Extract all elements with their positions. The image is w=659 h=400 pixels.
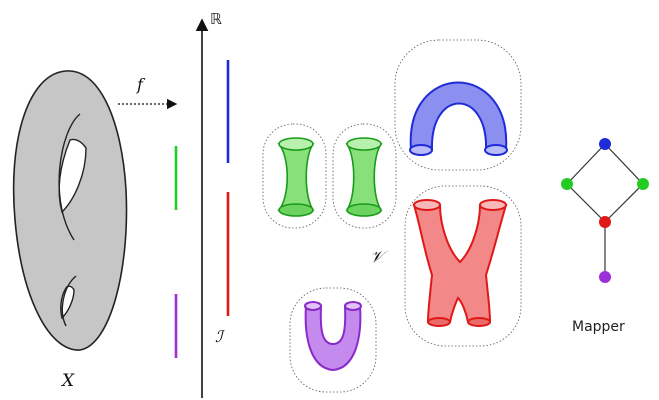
label-cover-v: 𝒱 (370, 247, 389, 266)
graph-edge-left-middle (566, 183, 606, 223)
graph-node-middle (599, 216, 611, 228)
label-space-x: X (60, 371, 75, 391)
surface-body (12, 70, 128, 351)
cluster-purple (304, 301, 362, 372)
graph-edge-right-middle (604, 183, 644, 223)
label-map-f: f (136, 75, 146, 94)
cluster-blue (409, 81, 508, 156)
graph-edge-top-left (566, 143, 606, 185)
surface-twist-lower (61, 275, 77, 327)
cluster-red (412, 199, 508, 327)
graph-node-right (637, 178, 649, 190)
graph-edge-top-right (604, 143, 644, 185)
graph-node-bottom (599, 271, 611, 283)
cluster-boundary-red (404, 185, 522, 347)
cluster-boundary-blue (394, 39, 522, 171)
cluster-boundary-green-left (262, 123, 327, 229)
surface-x (12, 70, 128, 351)
label-intervals: ℐ (215, 327, 225, 346)
cluster-green-right (345, 137, 383, 217)
label-reals: ℝ (210, 10, 222, 28)
cluster-boundary-green-right (332, 123, 397, 229)
graph-node-top (599, 138, 611, 150)
cluster-boundary-purple (289, 287, 377, 393)
cluster-green-left (277, 137, 315, 217)
graph-node-left (561, 178, 573, 190)
mapper-graph (561, 138, 649, 283)
label-mapper: Mapper (572, 319, 625, 335)
surface-twist-upper (58, 113, 81, 241)
surface-hole-upper (58, 138, 87, 214)
